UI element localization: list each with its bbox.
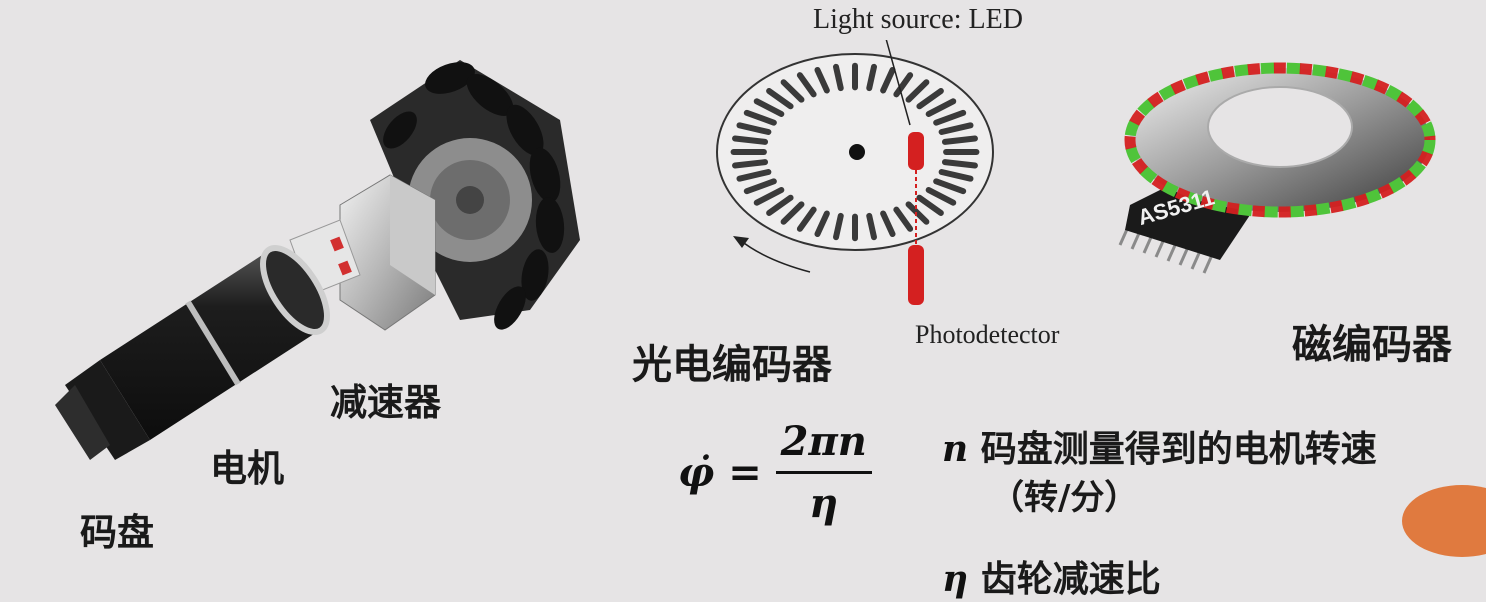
disk-slot [743, 109, 777, 126]
disk-slot [780, 79, 805, 103]
disk-slot [933, 109, 967, 126]
disk-slot [753, 187, 785, 206]
speed-formula: φ̇ = 2πn η [678, 418, 872, 527]
legend-n-unit: （转/分） [990, 478, 1139, 518]
formula-numerator: 2πn [780, 418, 867, 465]
motor-assembly-illustration [55, 60, 580, 460]
disk-slot [866, 63, 877, 92]
gearbox-bracket [339, 174, 436, 331]
disk-slot [814, 66, 830, 94]
disk-slot [938, 168, 974, 182]
light-source-label: Light source: LED [813, 4, 1023, 35]
chip-pins [1118, 226, 1214, 274]
disk-slot [916, 88, 944, 110]
disk-slot [814, 210, 830, 238]
disk-slot [732, 159, 769, 169]
legend-n: n 码盘测量得到的电机转速 [942, 420, 1377, 472]
reducer-label: 减速器 [330, 381, 441, 424]
optical-encoder-title: 光电编码器 [632, 342, 832, 388]
disk-slot [736, 122, 772, 136]
magnetic-encoder-illustration [1118, 62, 1436, 274]
formula-equals: = [728, 449, 762, 496]
fraction-bar [775, 471, 872, 474]
disk-slot [880, 210, 896, 238]
disk-slot [780, 201, 805, 225]
disk-slot [925, 98, 957, 117]
led-pointer-line [885, 40, 911, 126]
magnetic-encoder-title: 磁编码器 [1292, 322, 1452, 368]
disk-slot [766, 88, 794, 110]
photodetector-icon [908, 245, 924, 305]
disk-slot [880, 66, 896, 94]
disk-slot [796, 206, 817, 232]
legend-eta: η 齿轮减速比 [942, 550, 1161, 602]
disk-slot [925, 187, 957, 206]
formula-denominator: η [809, 480, 839, 527]
rotation-arrowhead [733, 236, 749, 248]
disk-center [849, 144, 865, 160]
legend-eta-description: 齿轮减速比 [980, 559, 1161, 600]
ring-hole [1208, 87, 1352, 167]
optical-encoder-diagram [716, 40, 994, 305]
disk-slot [766, 194, 794, 216]
disk-slot [833, 63, 844, 92]
motor-label: 电机 [210, 447, 284, 490]
disk-slot [833, 212, 844, 241]
disk-slot [905, 201, 930, 225]
mecanum-wheel [370, 60, 580, 330]
photodetector-label: Photodetector [915, 320, 1060, 349]
disk-slot [941, 135, 978, 145]
disk-slot [732, 135, 769, 145]
disk-slot [905, 79, 930, 103]
formula-fraction: 2πn η [775, 418, 872, 527]
disk-slot [753, 98, 785, 117]
legend-n-symbol: n [942, 428, 969, 470]
disk-slot [941, 159, 978, 169]
led-emitter-icon [908, 132, 924, 170]
disk-slot [933, 178, 967, 195]
disk-slot [893, 206, 914, 232]
disk-slot [736, 168, 772, 182]
formula-lhs: φ̇ [678, 449, 715, 496]
motor-body [55, 244, 330, 460]
disk-slot [916, 194, 944, 216]
rotation-arrow [739, 239, 811, 273]
legend-n-description: 码盘测量得到的电机转速 [980, 429, 1377, 470]
encoder-disk-label: 码盘 [80, 511, 154, 554]
disk-slot [938, 122, 974, 136]
legend-eta-symbol: η [942, 558, 969, 600]
disk-slot [796, 72, 817, 98]
accent-circle [1402, 485, 1486, 557]
disk-slot [743, 178, 777, 195]
disk-slot [866, 212, 877, 241]
disk-slot [893, 72, 914, 98]
